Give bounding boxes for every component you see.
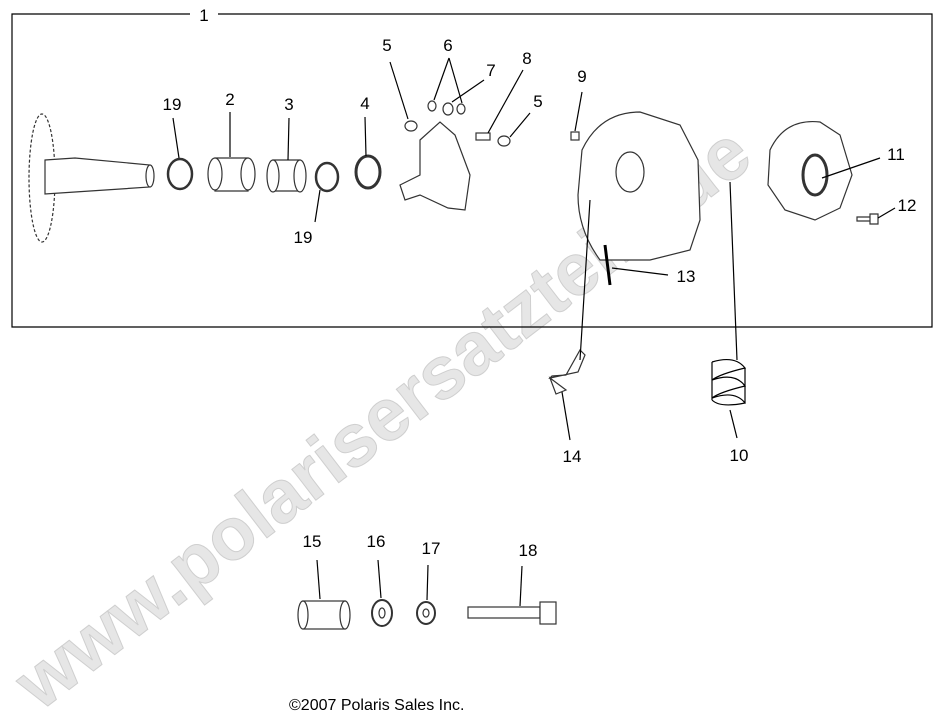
bushing-part xyxy=(266,159,307,193)
roller-part xyxy=(404,120,418,132)
pin-part xyxy=(475,132,491,141)
washer-part xyxy=(456,103,466,115)
hub-part xyxy=(615,151,645,193)
callout-19: 19 xyxy=(294,228,313,247)
callout-17: 17 xyxy=(422,539,441,558)
spacer-part xyxy=(297,600,351,630)
bushing-part xyxy=(207,157,256,192)
callout-12: 12 xyxy=(898,196,917,215)
ring-part xyxy=(166,157,194,191)
sheave-shaft-part xyxy=(28,113,155,243)
callout-1: 1 xyxy=(199,6,208,25)
callout-10: 10 xyxy=(730,446,749,465)
assembly-frame xyxy=(11,13,933,328)
bushing-part xyxy=(801,153,829,197)
roller-part xyxy=(497,135,511,147)
ring-part xyxy=(314,161,340,193)
nut-part xyxy=(570,131,580,141)
copyright-text: ©2007 Polaris Sales Inc. xyxy=(289,697,464,714)
callout-2: 2 xyxy=(225,90,234,109)
spring-part xyxy=(711,358,747,406)
callout-14: 14 xyxy=(563,447,582,466)
weight-part xyxy=(548,349,586,395)
pin-part xyxy=(603,244,612,286)
washer-part xyxy=(416,601,436,625)
washer-part xyxy=(371,599,393,627)
callout-7: 7 xyxy=(486,61,495,80)
callout-5: 5 xyxy=(382,36,391,55)
bolt-part xyxy=(467,601,557,625)
callout-15: 15 xyxy=(303,532,322,551)
seal-part xyxy=(354,154,382,190)
callout-11: 11 xyxy=(887,145,905,164)
screw-part xyxy=(856,213,879,225)
callout-6: 6 xyxy=(443,36,452,55)
leader-lines xyxy=(172,57,896,607)
callout-8: 8 xyxy=(522,49,531,68)
callout-9: 9 xyxy=(577,67,586,86)
spider-part xyxy=(399,121,471,211)
callout-4: 4 xyxy=(360,94,369,113)
washer-part xyxy=(427,100,437,112)
callout-13: 13 xyxy=(677,267,696,286)
callout-16: 16 xyxy=(367,532,386,551)
callout-18: 18 xyxy=(519,541,538,560)
callout-5: 5 xyxy=(533,92,542,111)
callout-19: 19 xyxy=(163,95,182,114)
callout-3: 3 xyxy=(284,95,293,114)
washer-part xyxy=(442,102,454,116)
